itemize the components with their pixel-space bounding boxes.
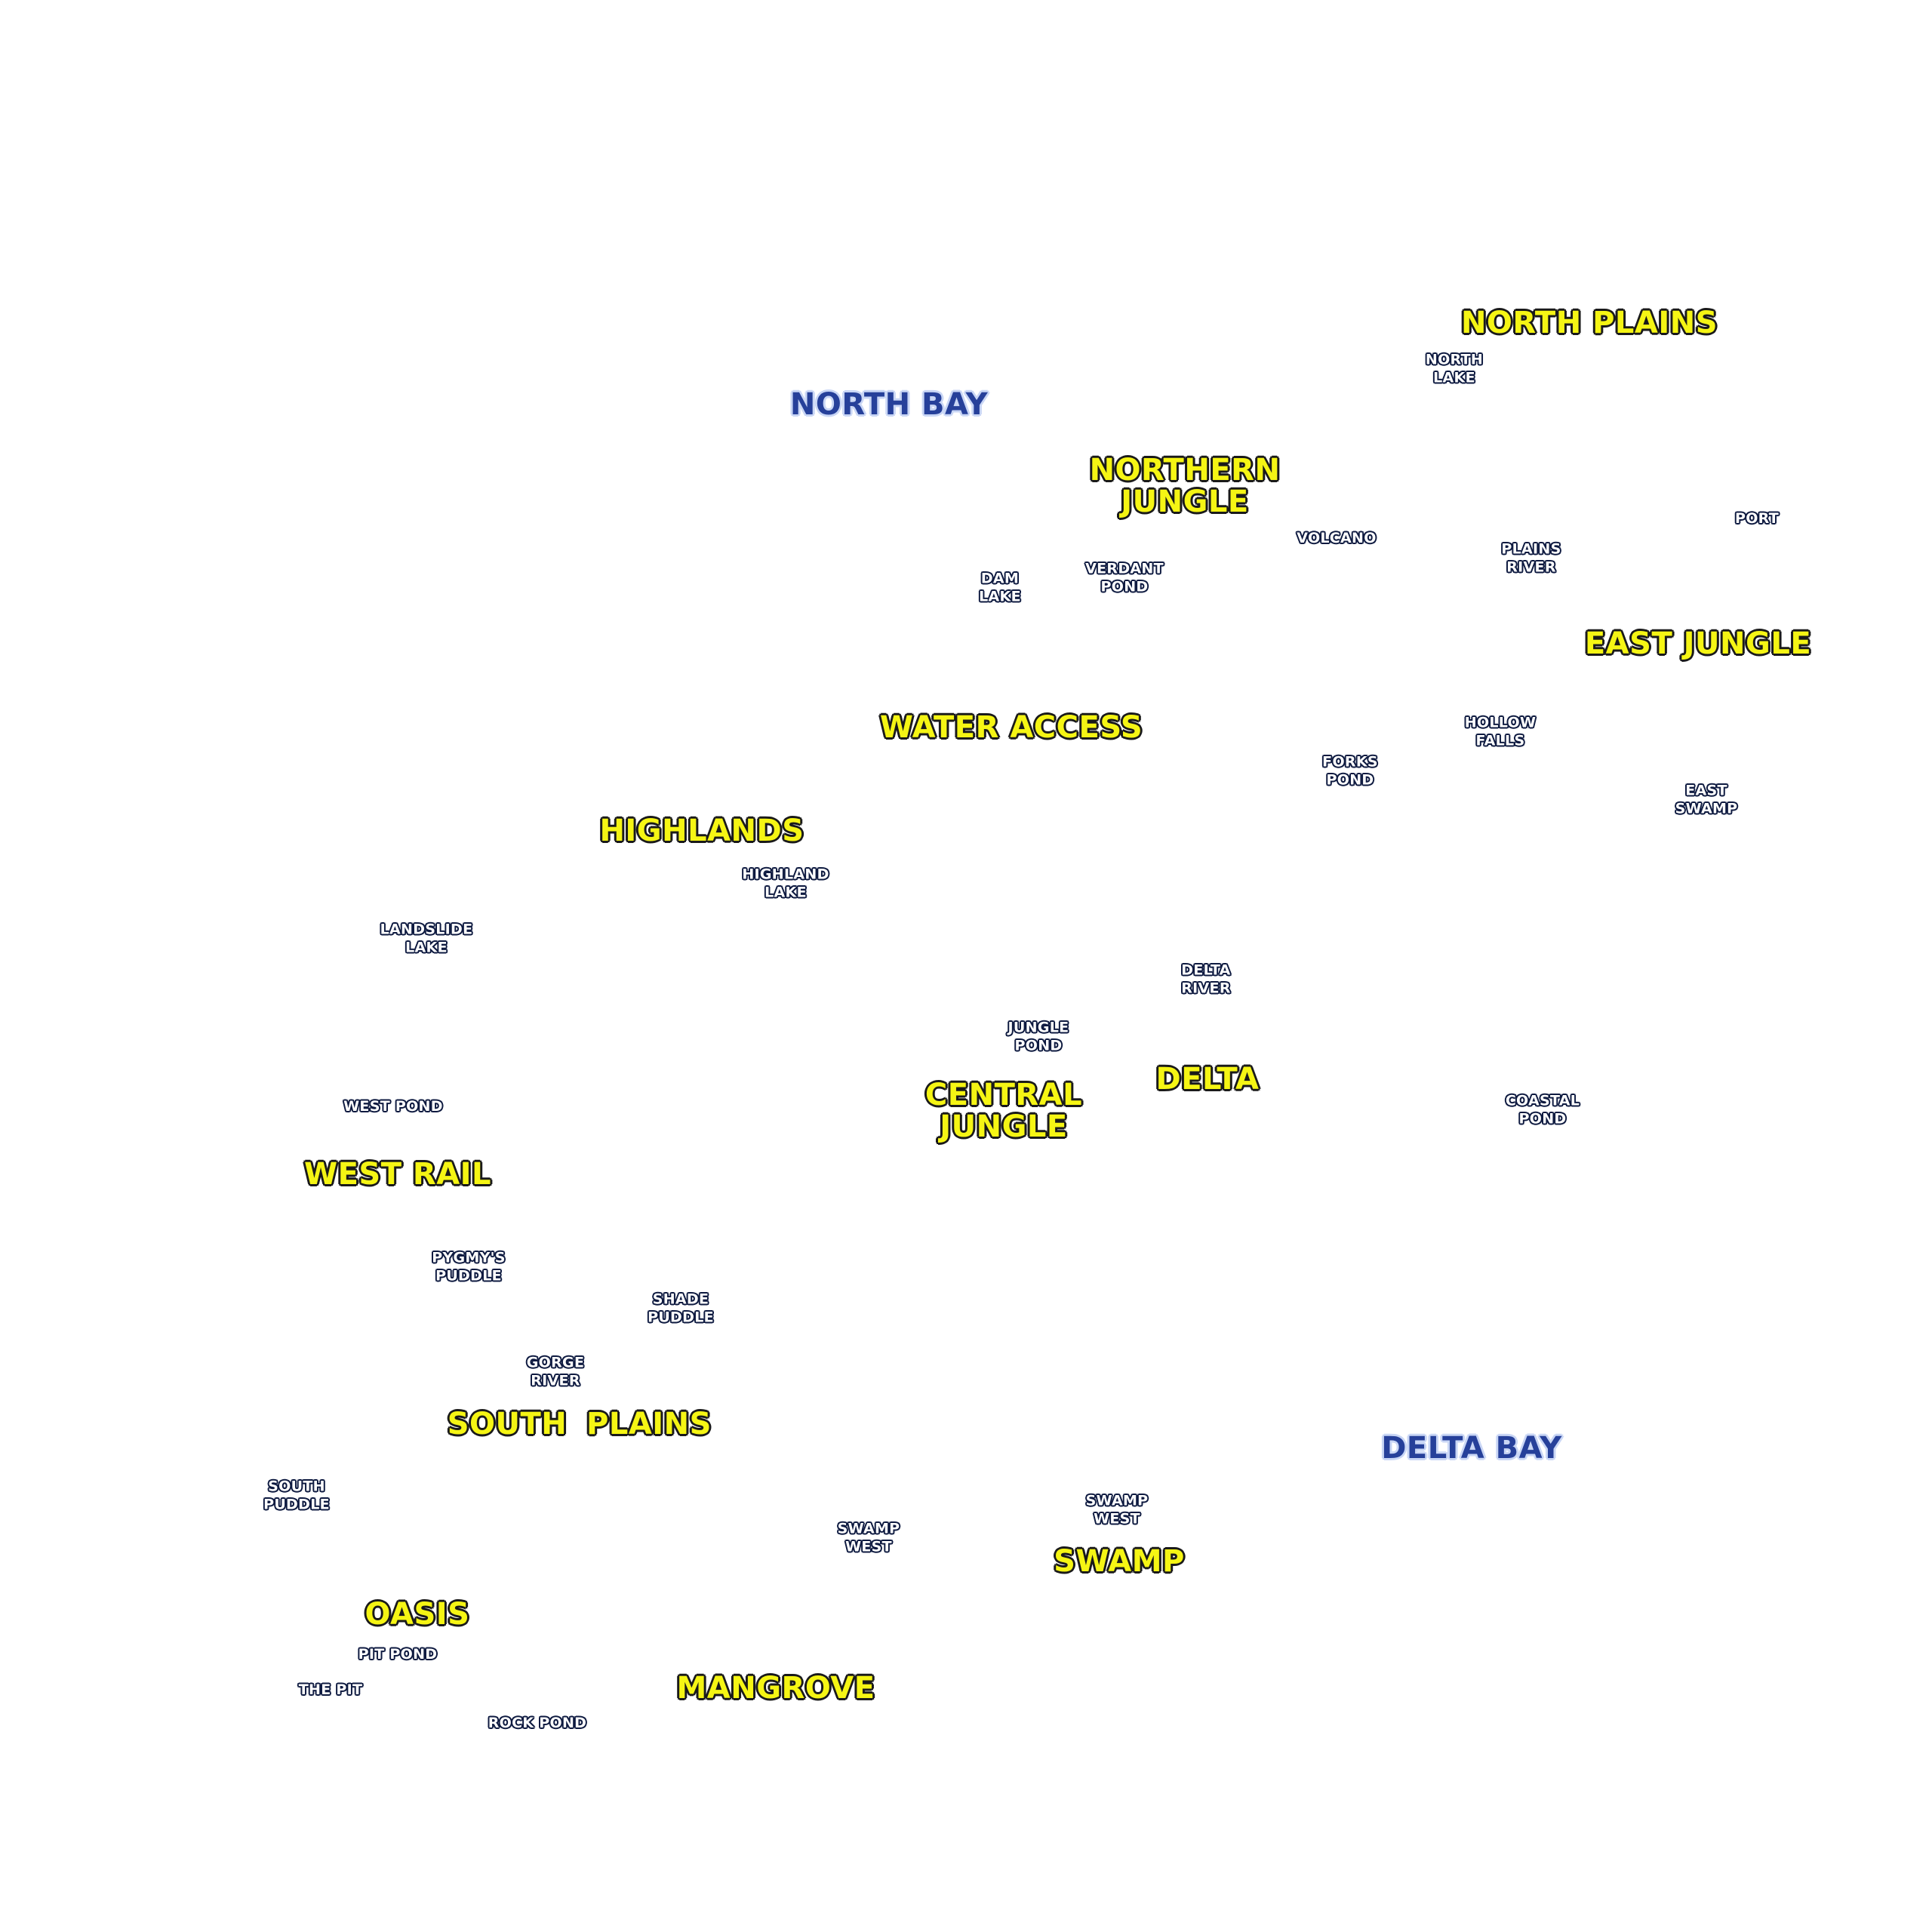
water-label-swamp-west: SWAMP WEST bbox=[837, 1520, 900, 1555]
water-label-pit-pond: PIT POND bbox=[358, 1646, 438, 1663]
water-label-south-puddle: SOUTH PUDDLE bbox=[263, 1478, 330, 1512]
water-label-gorge-river: GORGE RIVER bbox=[526, 1354, 585, 1389]
region-label-east-jungle: EAST JUNGLE bbox=[1584, 626, 1812, 661]
region-label-central-jungle: CENTRAL JUNGLE bbox=[924, 1078, 1083, 1144]
water-label-shade-puddle: SHADE PUDDLE bbox=[648, 1291, 714, 1325]
region-label-plains: PLAINS bbox=[586, 1407, 712, 1441]
water-label-jungle-pond: JUNGLE POND bbox=[1008, 1019, 1069, 1054]
water-label-forks-pond: FORKS POND bbox=[1322, 753, 1378, 788]
region-label-swamp: SWAMP bbox=[1053, 1544, 1185, 1579]
region-label-northern-jungle: NORTHERN JUNGLE bbox=[1089, 453, 1281, 519]
water-label-east-swamp: EAST SWAMP bbox=[1675, 782, 1738, 817]
water-label-landslide-lake: LANDSLIDE LAKE bbox=[380, 921, 473, 955]
region-label-delta: DELTA bbox=[1155, 1062, 1260, 1097]
bay-label-delta-bay: DELTA BAY bbox=[1381, 1431, 1562, 1466]
water-label-highland-lake: HIGHLAND LAKE bbox=[742, 866, 829, 900]
region-label-south: SOUTH bbox=[447, 1407, 568, 1441]
water-label-north-lake: NORTH LAKE bbox=[1425, 351, 1484, 386]
water-label-pygmys-puddle: PYGMY'S PUDDLE bbox=[432, 1249, 506, 1284]
water-label-delta-river: DELTA RIVER bbox=[1181, 961, 1231, 996]
water-label-plains-river: PLAINS RIVER bbox=[1501, 540, 1561, 575]
region-label-mangrove: MANGROVE bbox=[675, 1671, 875, 1706]
water-label-dam-lake: DAM LAKE bbox=[979, 570, 1021, 605]
region-label-west-rail: WEST RAIL bbox=[303, 1157, 492, 1192]
region-label-water-access: WATER ACCESS bbox=[879, 710, 1143, 745]
region-label-oasis: OASIS bbox=[365, 1597, 470, 1632]
water-label-port: PORT bbox=[1734, 510, 1780, 528]
water-label-coastal-pond: COASTAL POND bbox=[1505, 1092, 1580, 1127]
water-label-hollow-falls: HOLLOW FALLS bbox=[1464, 714, 1537, 749]
water-label-rock-pond: ROCK POND bbox=[488, 1715, 587, 1732]
water-label-volcano: VOLCANO bbox=[1297, 530, 1377, 547]
bay-label-north-bay: NORTH BAY bbox=[789, 387, 989, 422]
region-label-highlands: HIGHLANDS bbox=[598, 814, 804, 848]
water-label-west-pond: WEST POND bbox=[343, 1098, 443, 1115]
region-label-north-plains: NORTH PLAINS bbox=[1460, 306, 1718, 340]
water-label-verdant-pond: VERDANT POND bbox=[1085, 560, 1164, 595]
water-label-the-pit: THE PIT bbox=[298, 1681, 363, 1699]
water-label-swamp-west: SWAMP WEST bbox=[1085, 1492, 1149, 1527]
